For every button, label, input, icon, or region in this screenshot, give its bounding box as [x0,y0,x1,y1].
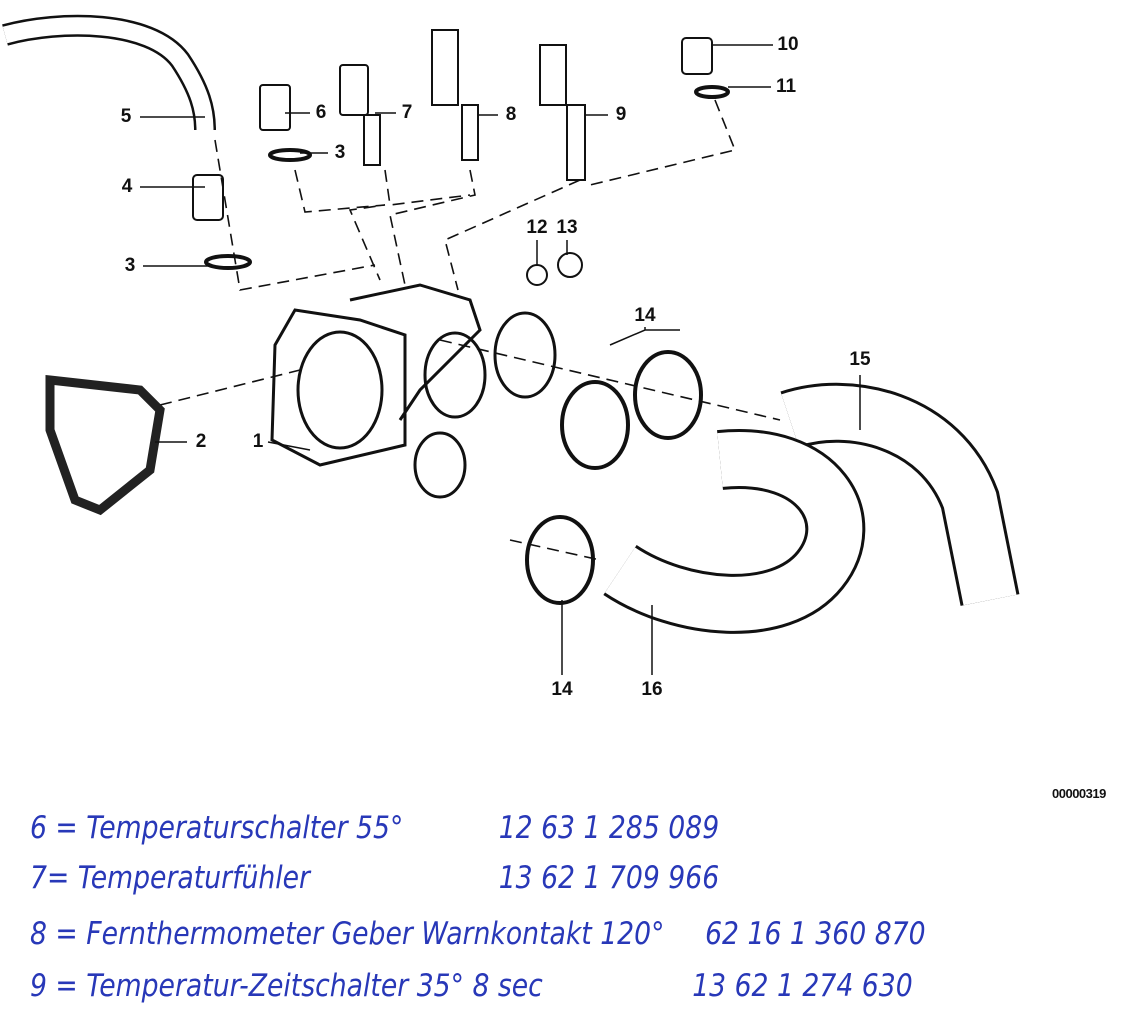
parts-diagram [2,14,1020,675]
note-line-8: 8 = Fernthermometer Geber Warnkontakt 12… [30,916,1062,966]
callout-3a: 3 [334,142,346,163]
note-part-number: 12 63 1 285 089 [498,810,720,846]
gasket-2 [45,374,165,516]
callout-5: 5 [120,106,132,127]
callout-16: 16 [641,679,663,700]
note-part-number: 62 16 1 360 870 [705,916,926,952]
callout-15: 15 [849,349,871,370]
note-part-number: 13 62 1 709 966 [498,860,720,896]
note-item: 8 = Fernthermometer Geber Warnkontakt 12… [30,916,665,952]
callout-4: 4 [121,176,133,197]
figure-code: 00000319 [1052,786,1106,801]
callout-10: 10 [777,34,799,55]
callout-6: 6 [315,102,327,123]
callout-3b: 3 [124,255,136,276]
hose-5 [2,14,216,131]
note-part-number: 13 62 1 274 630 [692,968,913,1004]
note-item: 7= Temperaturfühler [30,860,311,896]
callout-9: 9 [615,104,627,125]
note-line-9: 9 = Temperatur-Zeitschalter 35° 8 sec 13… [30,968,1062,1018]
note-item: 9 = Temperatur-Zeitschalter 35° 8 sec [30,968,543,1004]
callout-8: 8 [505,104,517,125]
sensor-4 [192,174,224,221]
callout-7: 7 [401,102,413,123]
note-line-6: 6 = Temperaturschalter 55° 12 63 1 285 0… [30,810,890,860]
callout-1: 1 [252,431,264,452]
callout-12: 12 [526,217,548,238]
callout-14b: 14 [551,679,573,700]
callout-2: 2 [195,431,207,452]
note-line-7: 7= Temperaturfühler 13 62 1 709 966 [30,860,890,910]
callout-11: 11 [775,76,797,97]
note-item: 6 = Temperaturschalter 55° [30,810,404,846]
callout-14a: 14 [634,305,656,326]
callout-13: 13 [556,217,578,238]
